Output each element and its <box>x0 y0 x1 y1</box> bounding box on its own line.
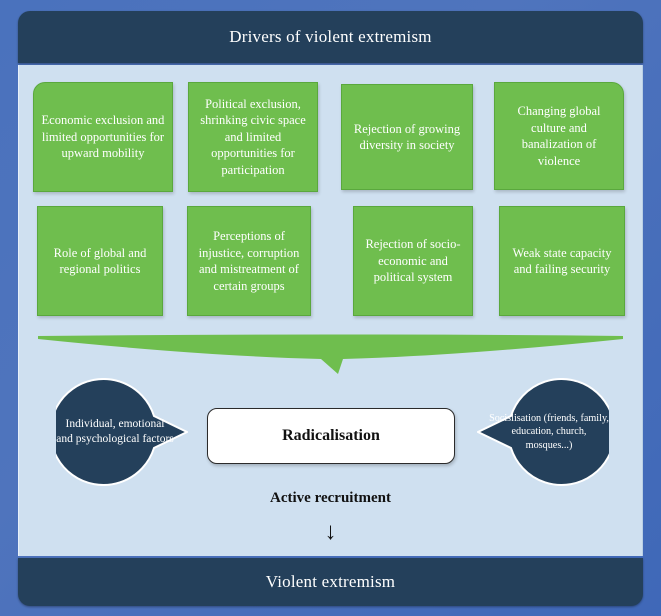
radicalisation-label: Radicalisation <box>282 427 380 444</box>
driver-box-weak-state-capacity: Weak state capacity and failing security <box>499 206 625 316</box>
driver-label: Changing global culture and banalization… <box>517 104 601 168</box>
radicalisation-box: Radicalisation <box>207 408 455 464</box>
driver-box-political-exclusion: Political exclusion, shrinking civic spa… <box>188 82 318 192</box>
driver-label: Weak state capacity and failing security <box>512 245 612 277</box>
driver-label: Political exclusion, shrinking civic spa… <box>200 96 306 177</box>
driver-label: Perceptions of injustice, corruption and… <box>198 229 300 293</box>
driver-box-rejection-socioeconomic: Rejection of socio-economic and politica… <box>353 206 473 316</box>
driver-box-economic-exclusion: Economic exclusion and limited opportuni… <box>33 82 173 192</box>
driver-label: Economic exclusion and limited opportuni… <box>41 113 165 161</box>
driver-box-rejection-diversity: Rejection of growing diversity in societ… <box>341 84 473 190</box>
driver-box-perceptions-injustice: Perceptions of injustice, corruption and… <box>187 206 311 316</box>
driver-label: Rejection of growing diversity in societ… <box>353 121 461 153</box>
callout-socialisation: Socislisation (friends, family, educatio… <box>477 378 609 486</box>
footer-bar: Violent extremism <box>18 558 643 606</box>
callout-individual-factors: Individual, emotional and psychological … <box>56 378 188 486</box>
driver-box-global-regional-politics: Role of global and regional politics <box>37 206 163 316</box>
down-arrow-icon: ↓ <box>324 519 337 545</box>
driver-label: Rejection of socio-economic and politica… <box>365 237 461 285</box>
down-chevron-arrow-icon <box>38 334 623 374</box>
active-recruitment-label: Active recruitment <box>270 490 391 506</box>
driver-box-changing-global-culture: Changing global culture and banalization… <box>494 82 624 190</box>
driver-label: Role of global and regional politics <box>53 245 147 277</box>
footer-title: Violent extremism <box>265 572 396 591</box>
page-title: Drivers of violent extremism <box>229 27 432 46</box>
header-bar: Drivers of violent extremism <box>18 11 643 63</box>
